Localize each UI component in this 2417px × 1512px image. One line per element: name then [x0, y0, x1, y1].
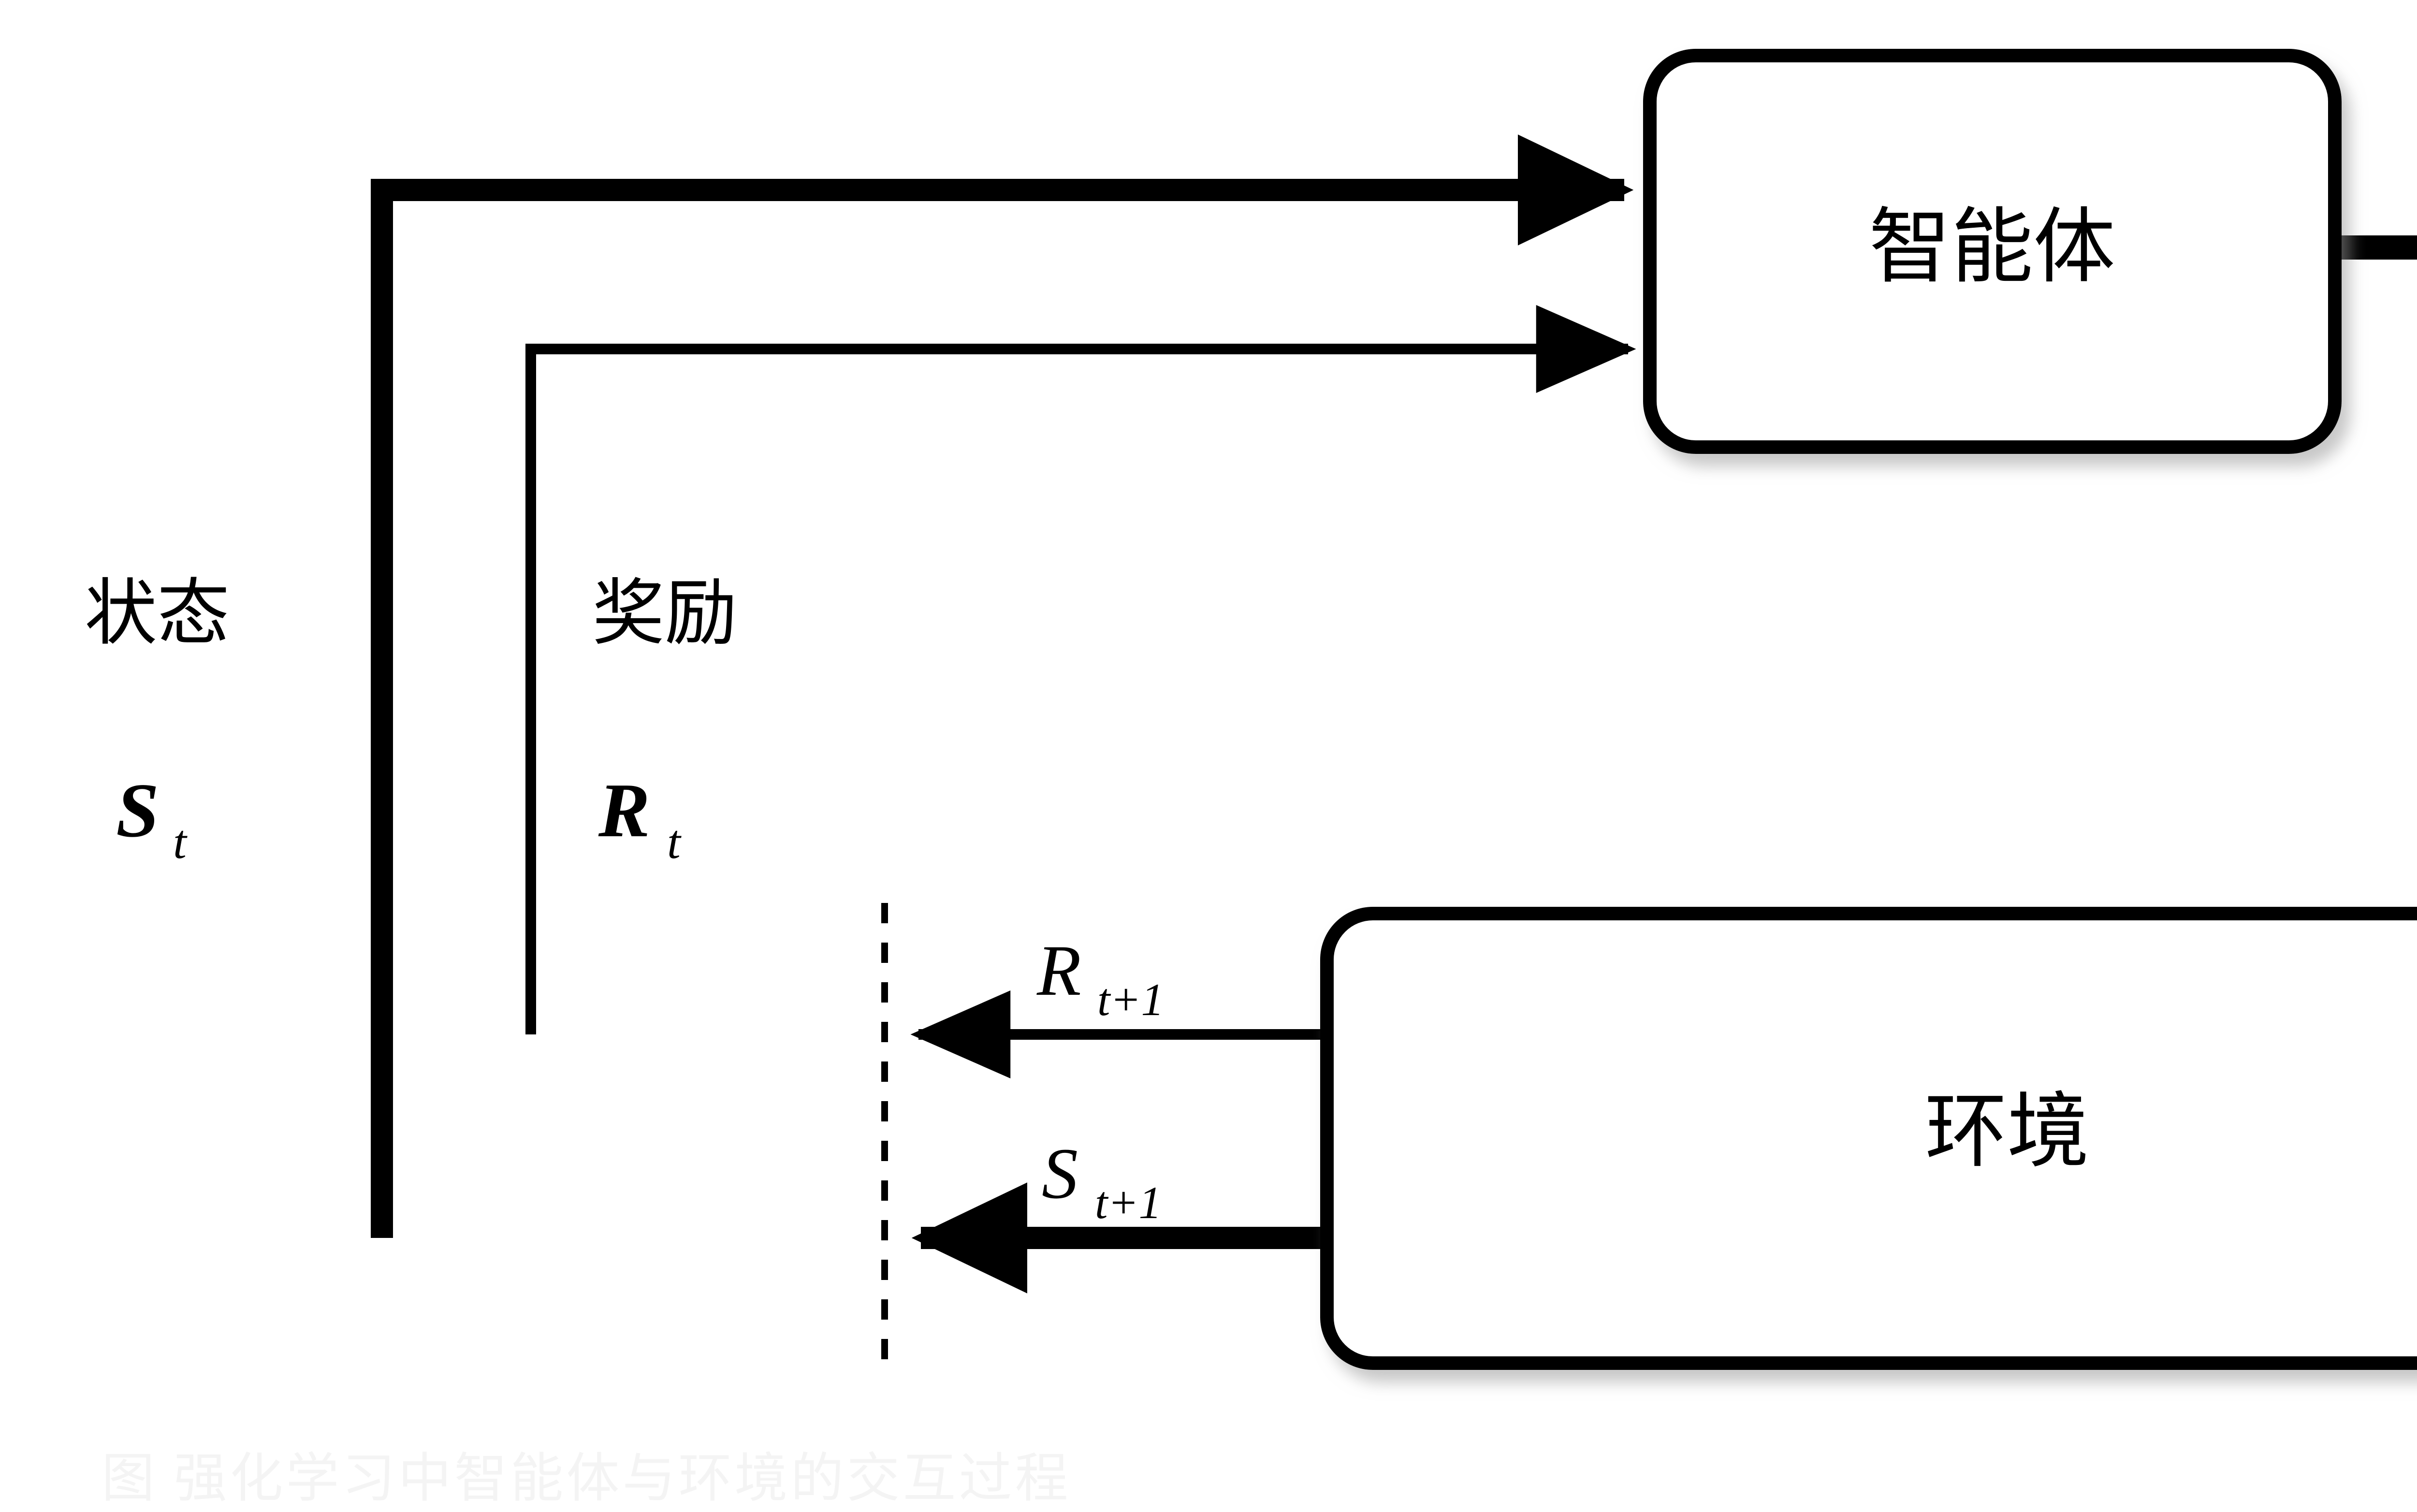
environment-label: 环境	[1925, 1087, 2089, 1178]
next-reward-symbol: R	[1036, 930, 1081, 1011]
next-reward-symbol-subscript: t+1	[1097, 974, 1164, 1025]
environment-box[interactable]	[1320, 907, 2417, 1370]
state-name-label: 状态	[85, 574, 230, 654]
next-state-label-group: S t+1	[1042, 1134, 1162, 1228]
reward-name-label: 奖励	[592, 574, 737, 654]
state-symbol-subscript: t	[173, 815, 188, 869]
reward-symbol: R	[598, 767, 650, 853]
next-state-symbol-subscript: t+1	[1095, 1177, 1162, 1228]
agent-node[interactable]: 智能体	[1643, 49, 2342, 454]
reward-label-group: 奖励 R t	[592, 574, 737, 869]
reward-symbol-subscript: t	[667, 815, 682, 869]
state-symbol: S	[116, 767, 159, 853]
edge-reward	[525, 305, 1636, 1034]
figure-caption: 图 强化学习中智能体与环境的交互过程	[102, 1449, 1071, 1508]
next-reward-label-group: R t+1	[1036, 930, 1164, 1025]
environment-node[interactable]: 环境	[1320, 907, 2417, 1370]
next-state-symbol: S	[1042, 1134, 1078, 1214]
edge-state	[371, 134, 1634, 1238]
state-label-group: 状态 S t	[85, 574, 230, 869]
state-edge-path	[371, 134, 1634, 1238]
rl-interaction-diagram: 智能体 环境 状态 S t 奖励 R t 动作 A t R t+1 S t+1	[85, 49, 2417, 1379]
reward-edge-path	[525, 305, 1636, 1034]
agent-box[interactable]	[1643, 49, 2342, 454]
agent-label: 智能体	[1869, 202, 2115, 293]
